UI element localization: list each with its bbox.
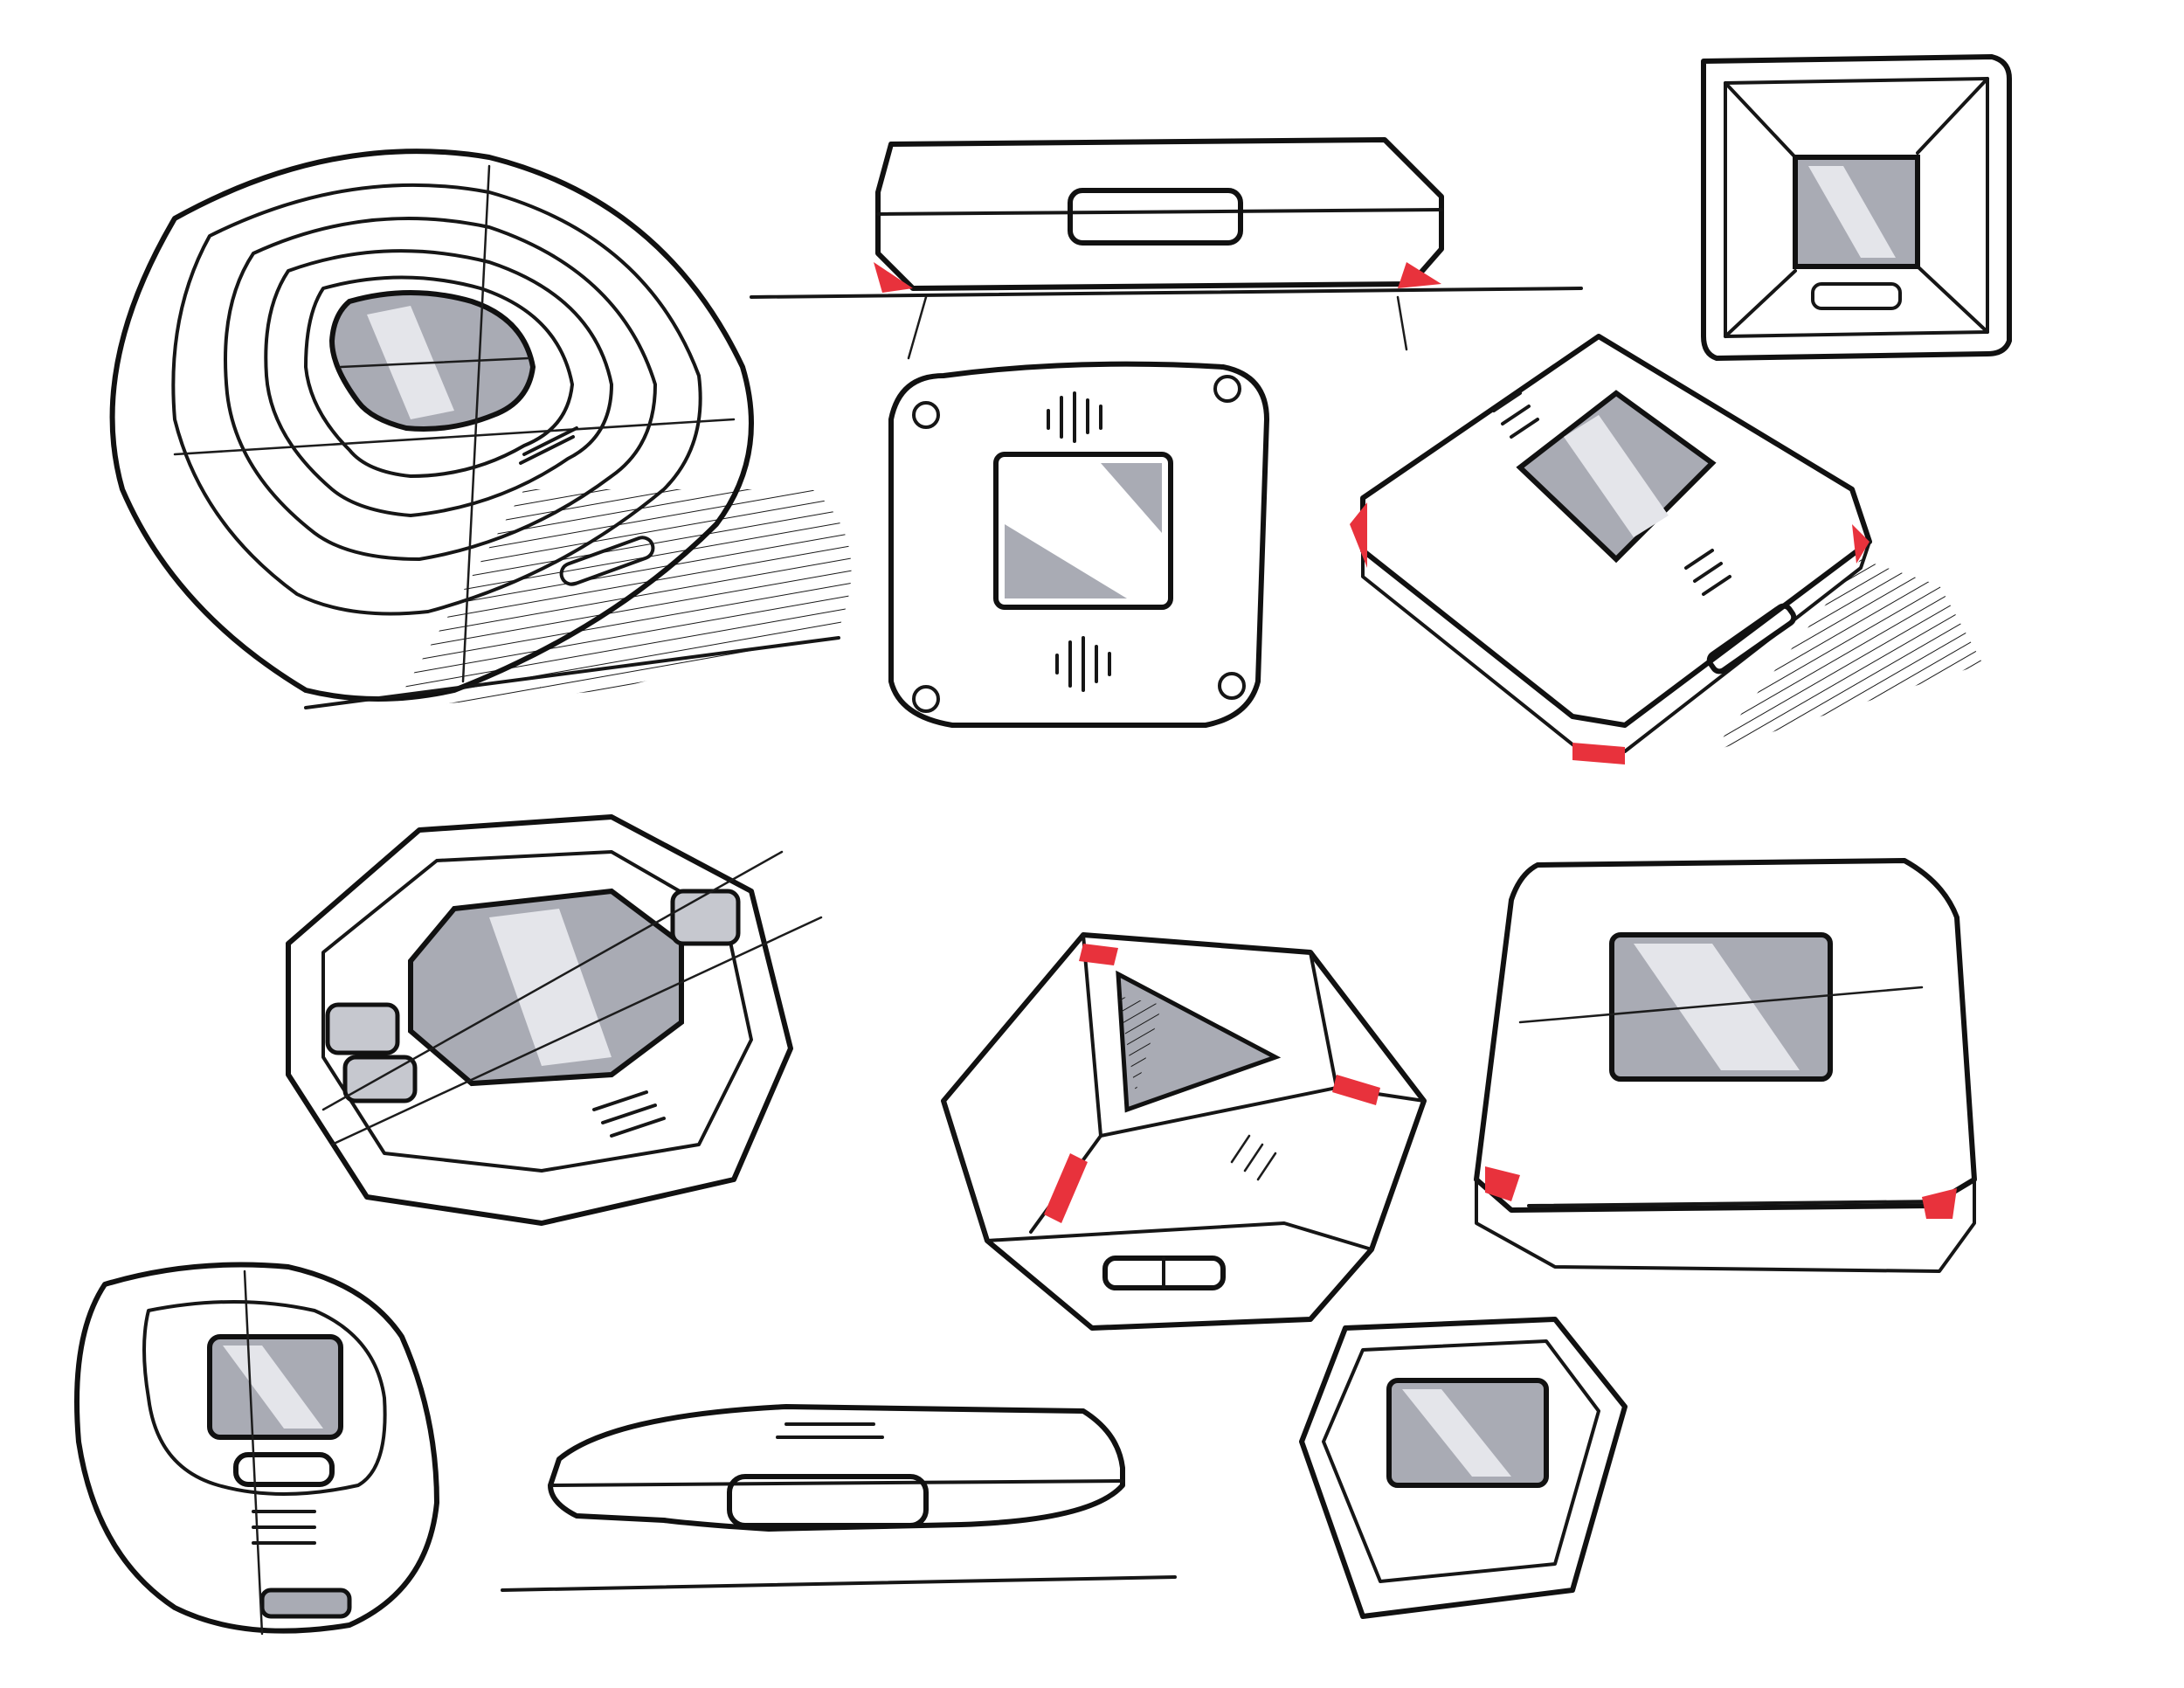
box-red-right — [1922, 1188, 1957, 1219]
slim-bar-handle — [727, 1474, 929, 1528]
chamfer-red-right — [1852, 524, 1870, 564]
hexagon-red-top — [1079, 944, 1118, 965]
construction-line-2 — [173, 418, 736, 456]
bevel-br — [1916, 265, 1989, 334]
speaker-grille-bottom — [1055, 636, 1111, 692]
red-foot-left — [874, 262, 913, 293]
slim-bar-midline — [549, 1479, 1124, 1487]
chamfer-red-left — [1350, 502, 1367, 568]
speaker-grille-top — [1047, 391, 1102, 443]
pentagon-outline — [1299, 1317, 1628, 1619]
hexagon-gloss-marks — [1230, 1134, 1277, 1181]
box-front-face — [1475, 1178, 1976, 1273]
slim-bar-ground-line — [501, 1575, 1177, 1592]
small-pebble-device — [74, 1262, 439, 1636]
pebble-construction — [243, 1269, 264, 1636]
chamfered-side-port — [1706, 603, 1797, 675]
screw-tr — [1213, 375, 1241, 403]
octagon-side-button-left-1 — [325, 1002, 400, 1055]
octagon-outer — [286, 814, 793, 1226]
flat-bar-device-side-view — [750, 137, 1583, 360]
bevel-tl — [1724, 81, 1797, 159]
red-foot-right — [1398, 262, 1441, 288]
square-outline — [1701, 54, 2012, 361]
chamfer-red-bottom — [1572, 743, 1625, 764]
pebble-inner — [142, 1300, 387, 1496]
pyramid-button — [1811, 282, 1902, 310]
chamfered-vent-2 — [1684, 549, 1731, 596]
leg-left — [907, 295, 928, 360]
octagon-side-button-right — [670, 889, 741, 946]
screen-highlight — [367, 306, 454, 419]
pebble-outline — [74, 1262, 439, 1634]
box-front-edge — [1527, 1200, 1946, 1207]
chamfered-box-device — [1350, 334, 1983, 764]
octagon-construction-2 — [330, 916, 823, 1146]
screw-tl — [912, 401, 940, 429]
screen-diagonal — [339, 356, 530, 369]
hexagon-inner-hatch — [1118, 996, 1162, 1092]
octagon-vents — [592, 1090, 666, 1138]
box-screen-highlight — [1634, 944, 1800, 1070]
chamfered-shadow — [1712, 559, 1983, 751]
bar-midline — [876, 208, 1443, 216]
pebble-screen-highlight — [223, 1346, 323, 1429]
bevel-tr — [1916, 77, 1989, 155]
screw-corner-device-top-view — [888, 361, 1269, 728]
hexagon-top-edge — [942, 1099, 1373, 1251]
hexagonal-prism-device — [941, 932, 1427, 1331]
ground-line — [304, 636, 840, 709]
ring-2 — [224, 217, 657, 561]
hexagon-red-left — [1044, 1153, 1088, 1223]
bar-handle — [1068, 188, 1243, 246]
pyramid-screen-highlight — [1808, 166, 1896, 258]
rounded-square-ringed-device — [109, 149, 852, 709]
construction-line-1 — [461, 164, 491, 683]
screw-bl — [912, 685, 940, 713]
button-slot — [519, 426, 578, 465]
octagon-construction-1 — [321, 850, 784, 1111]
pebble-button — [233, 1452, 335, 1487]
octagon-screen-highlight — [489, 909, 612, 1066]
ring-outer — [171, 183, 702, 616]
pentagonal-device — [1299, 1317, 1628, 1619]
square-pyramid-device-top-view — [1701, 54, 2012, 361]
pentagon-screen-highlight — [1402, 1389, 1511, 1477]
pentagon-inner — [1322, 1339, 1600, 1583]
bevel-bl — [1724, 269, 1797, 338]
screw-br — [1218, 672, 1246, 700]
chamfered-top-face — [1360, 334, 1872, 728]
slim-bar-top-vents — [776, 1422, 884, 1439]
leg-right — [1396, 295, 1408, 351]
octagon-top-band — [321, 850, 753, 1173]
pebble-port — [259, 1588, 352, 1619]
bar-ground-line — [750, 287, 1583, 299]
screw-screen-marker-bottom — [1005, 524, 1127, 598]
screw-screen-marker-top — [1101, 463, 1162, 533]
hexagon-red-right — [1332, 1075, 1380, 1105]
pebble-vents — [252, 1510, 316, 1545]
slim-bar-device-side-view — [501, 1404, 1177, 1592]
box-construction — [1518, 986, 1924, 1024]
ring-4 — [304, 275, 574, 478]
ring-3 — [264, 249, 613, 517]
large-flat-box-device — [1474, 858, 1977, 1273]
side-port — [559, 536, 655, 586]
chamfered-screen-highlight — [1564, 415, 1669, 537]
slim-bar-outline — [548, 1404, 1125, 1532]
screw-device-outline — [888, 361, 1269, 728]
cast-shadow — [393, 489, 852, 708]
octagonal-ring-device — [286, 814, 823, 1226]
box-red-left — [1485, 1166, 1520, 1201]
device-body-outline — [109, 149, 754, 702]
chamfered-vent-1 — [1492, 391, 1539, 439]
